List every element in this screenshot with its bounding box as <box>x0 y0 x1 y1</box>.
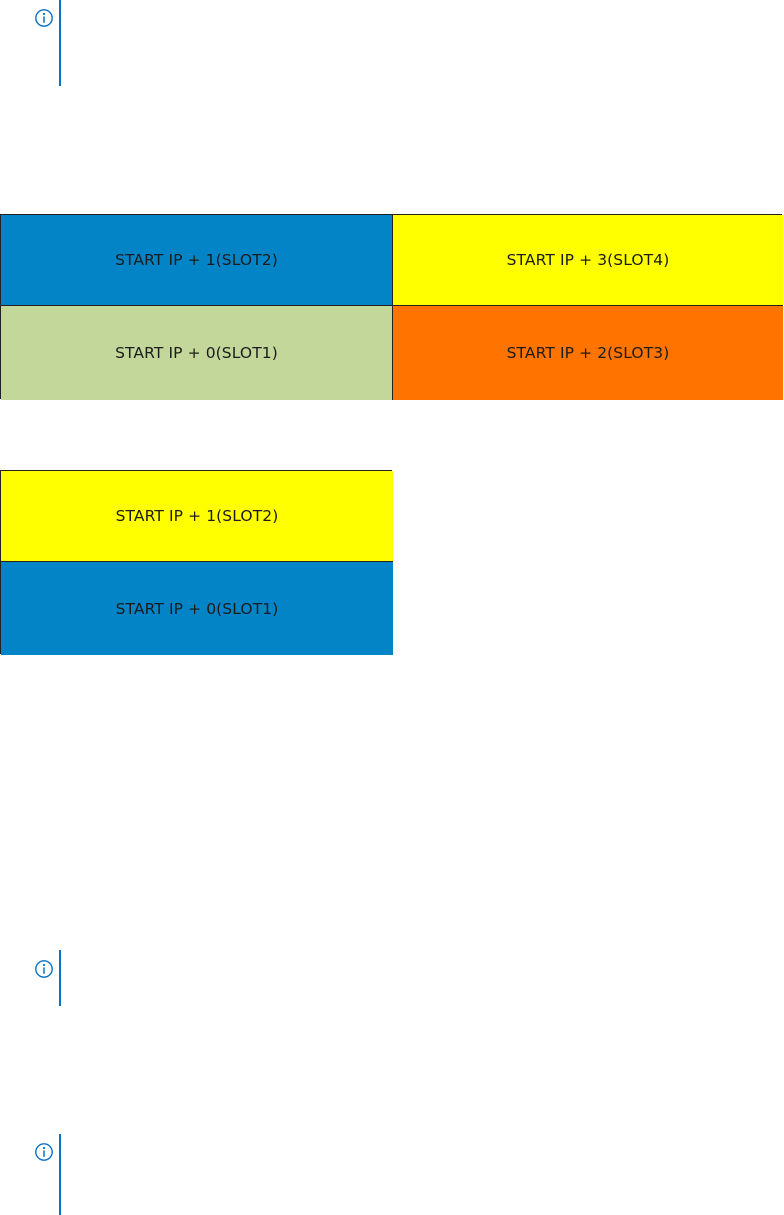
info-icon <box>35 960 53 978</box>
note-rule <box>59 950 61 1006</box>
slot-cell-slot1: START IP + 0(SLOT1) <box>1 562 393 655</box>
slot-cell-slot1: START IP + 0(SLOT1) <box>1 306 393 400</box>
slot-cell-slot2: START IP + 1(SLOT2) <box>1 215 393 306</box>
info-icon <box>35 1143 53 1161</box>
four-slot-diagram: START IP + 1(SLOT2) START IP + 3(SLOT4) … <box>0 214 783 400</box>
note-rule <box>59 0 61 86</box>
slot-cell-slot2: START IP + 1(SLOT2) <box>1 471 393 562</box>
note-rule <box>59 1134 61 1215</box>
slot-cell-slot4: START IP + 3(SLOT4) <box>393 215 783 306</box>
info-icon <box>35 9 53 27</box>
two-slot-diagram: START IP + 1(SLOT2) START IP + 0(SLOT1) <box>0 470 393 655</box>
slot-cell-slot3: START IP + 2(SLOT3) <box>393 306 783 400</box>
